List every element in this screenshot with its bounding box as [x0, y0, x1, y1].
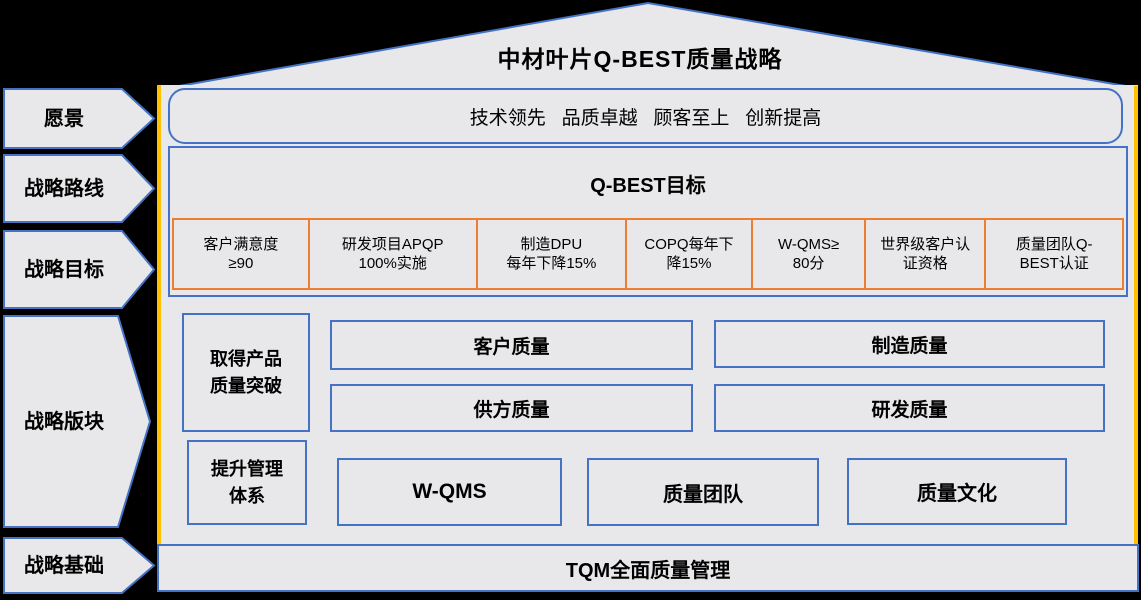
sidebar-item-vision: 愿景: [3, 88, 156, 149]
arrow-shape: [3, 154, 156, 223]
sidebar-label-blocks: 战略版块: [24, 410, 104, 433]
goal-apqp: 研发项目APQP 100%实施: [307, 218, 478, 290]
arrow-shape: [3, 230, 156, 309]
page-title: 中材叶片Q-BEST质量战略: [497, 46, 783, 72]
block-rd-quality: 研发质量: [714, 384, 1105, 432]
block-manufacturing-quality: 制造质量: [714, 320, 1105, 368]
vision-banner: 技术领先 品质卓越 顾客至上 创新提高: [168, 88, 1123, 144]
arrow-shape: [3, 88, 156, 149]
goal-copq: COPQ每年下 降15%: [625, 218, 753, 290]
left-frame-line: [157, 85, 161, 544]
arrow-shape: [3, 537, 156, 594]
sidebar-label-foundation: 战略基础: [24, 554, 104, 577]
qbest-goals-title: Q-BEST目标: [590, 174, 706, 197]
foundation-bar: TQM全面质量管理: [157, 544, 1139, 592]
sidebar-item-route: 战略路线: [3, 154, 156, 223]
block-quality-team: 质量团队: [587, 458, 819, 526]
block-product-breakthrough: 取得产品 质量突破: [182, 313, 310, 432]
block-supplier-quality: 供方质量: [330, 384, 693, 432]
sidebar-item-foundation: 战略基础: [3, 537, 156, 594]
block-customer-quality: 客户质量: [330, 320, 693, 370]
sidebar-item-target: 战略目标: [3, 230, 156, 309]
sidebar-label-vision: 愿景: [44, 107, 84, 130]
goal-customer-satisfaction: 客户满意度 ≥90: [172, 218, 310, 290]
qbest-goals-row: 客户满意度 ≥90 研发项目APQP 100%实施 制造DPU 每年下降15% …: [172, 218, 1124, 290]
right-frame-line: [1134, 86, 1138, 544]
sidebar-label-route: 战略路线: [24, 177, 104, 200]
sidebar-item-blocks: 战略版块: [3, 315, 152, 528]
arrow-shape: [3, 315, 152, 528]
qbest-goals-section: Q-BEST目标 客户满意度 ≥90 研发项目APQP 100%实施 制造DPU…: [168, 146, 1128, 297]
goal-wqms-score: W-QMS≥ 80分: [750, 218, 867, 290]
block-quality-culture: 质量文化: [847, 458, 1067, 525]
goal-team-cert: 质量团队Q- BEST认证: [984, 218, 1124, 290]
goal-dpu: 制造DPU 每年下降15%: [475, 218, 628, 290]
sidebar-label-target: 战略目标: [24, 258, 104, 281]
block-wqms: W-QMS: [337, 458, 562, 526]
goal-world-class-cert: 世界级客户认 证资格: [864, 218, 987, 290]
block-management-system: 提升管理 体系: [187, 440, 307, 525]
